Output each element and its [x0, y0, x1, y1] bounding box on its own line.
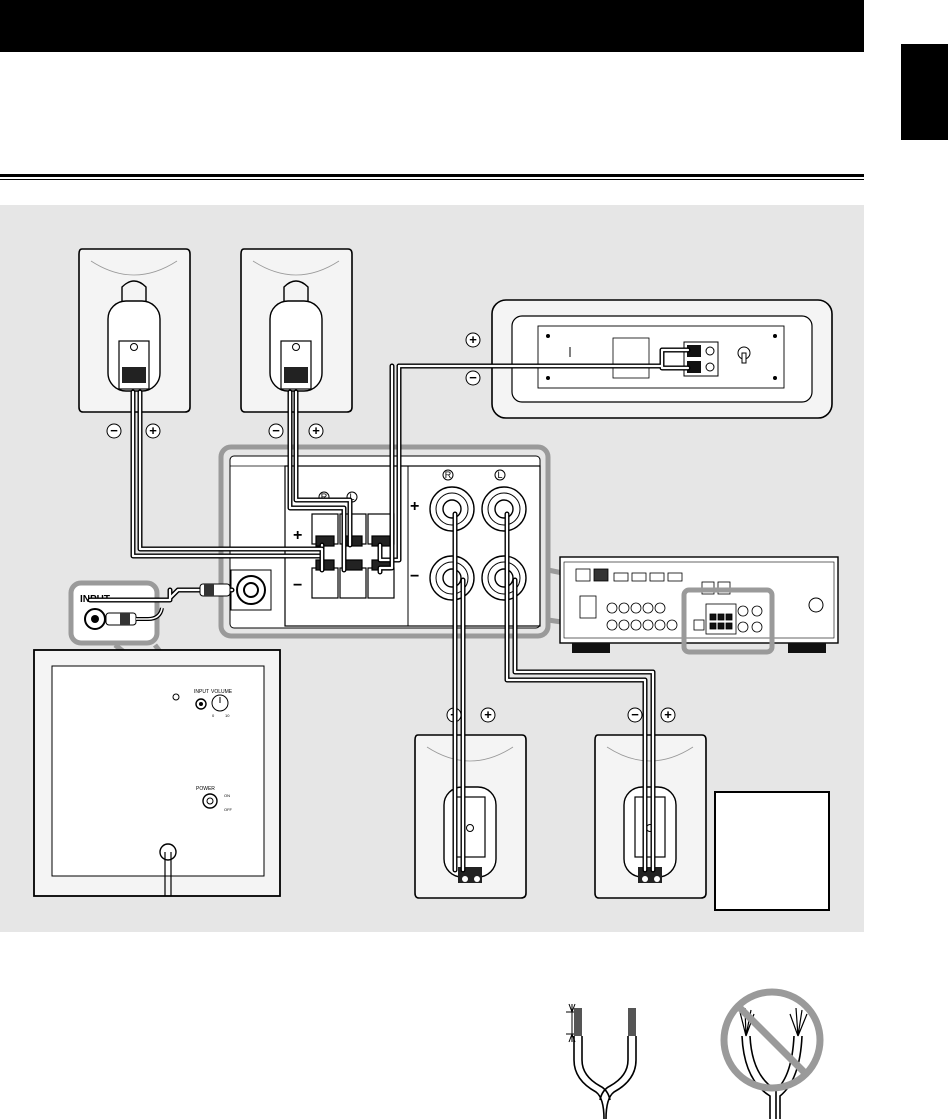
polarity-marks-center: + −	[465, 332, 481, 386]
svg-text:+: +	[312, 423, 320, 438]
svg-text:−: −	[631, 707, 639, 722]
wire-preparation-correct	[566, 1003, 637, 1119]
svg-text:ON: ON	[224, 793, 230, 798]
rca-cable-plugs	[105, 583, 231, 626]
panel-power-label: POWER	[196, 786, 215, 792]
panel-volume-label: VOLUME	[211, 689, 233, 695]
svg-text:+: +	[664, 707, 672, 722]
polarity-marks-surround: − + − +	[446, 707, 676, 723]
svg-text:−: −	[272, 423, 280, 438]
speaker-cables	[87, 347, 691, 873]
subwoofer: INPUT VOLUME 0 10 POWER ON OFF	[33, 649, 281, 897]
note-box	[714, 791, 830, 911]
panel-input-label: INPUT	[194, 689, 209, 695]
svg-text:−: −	[469, 370, 477, 385]
svg-text:OFF: OFF	[224, 807, 233, 812]
receiver-terminal-detail: R L R L + − + −	[218, 444, 551, 639]
svg-text:L: L	[349, 492, 354, 502]
svg-text:R: R	[321, 492, 328, 502]
surround-right-speaker	[594, 734, 707, 899]
svg-text:+: +	[469, 332, 477, 347]
front-right-speaker	[240, 248, 353, 413]
svg-text:−: −	[293, 577, 302, 594]
svg-text:−: −	[110, 423, 118, 438]
section-rule	[0, 174, 864, 177]
svg-text:+: +	[293, 527, 302, 544]
section-rule-thin	[0, 179, 864, 180]
svg-text:R: R	[445, 470, 452, 480]
svg-text:0: 0	[212, 713, 215, 718]
front-left-speaker	[78, 248, 191, 413]
surround-left-speaker	[414, 734, 527, 899]
svg-text:+: +	[149, 423, 157, 438]
svg-text:L: L	[497, 470, 502, 480]
header-bar	[0, 0, 864, 52]
svg-text:+: +	[484, 707, 492, 722]
svg-text:+: +	[410, 498, 419, 515]
wire-preparation-incorrect	[720, 988, 824, 1119]
av-receiver	[559, 556, 839, 655]
polarity-marks-front: − + − +	[106, 423, 324, 439]
svg-text:10: 10	[225, 713, 230, 718]
language-tab	[901, 44, 948, 140]
svg-text:−: −	[410, 568, 419, 585]
